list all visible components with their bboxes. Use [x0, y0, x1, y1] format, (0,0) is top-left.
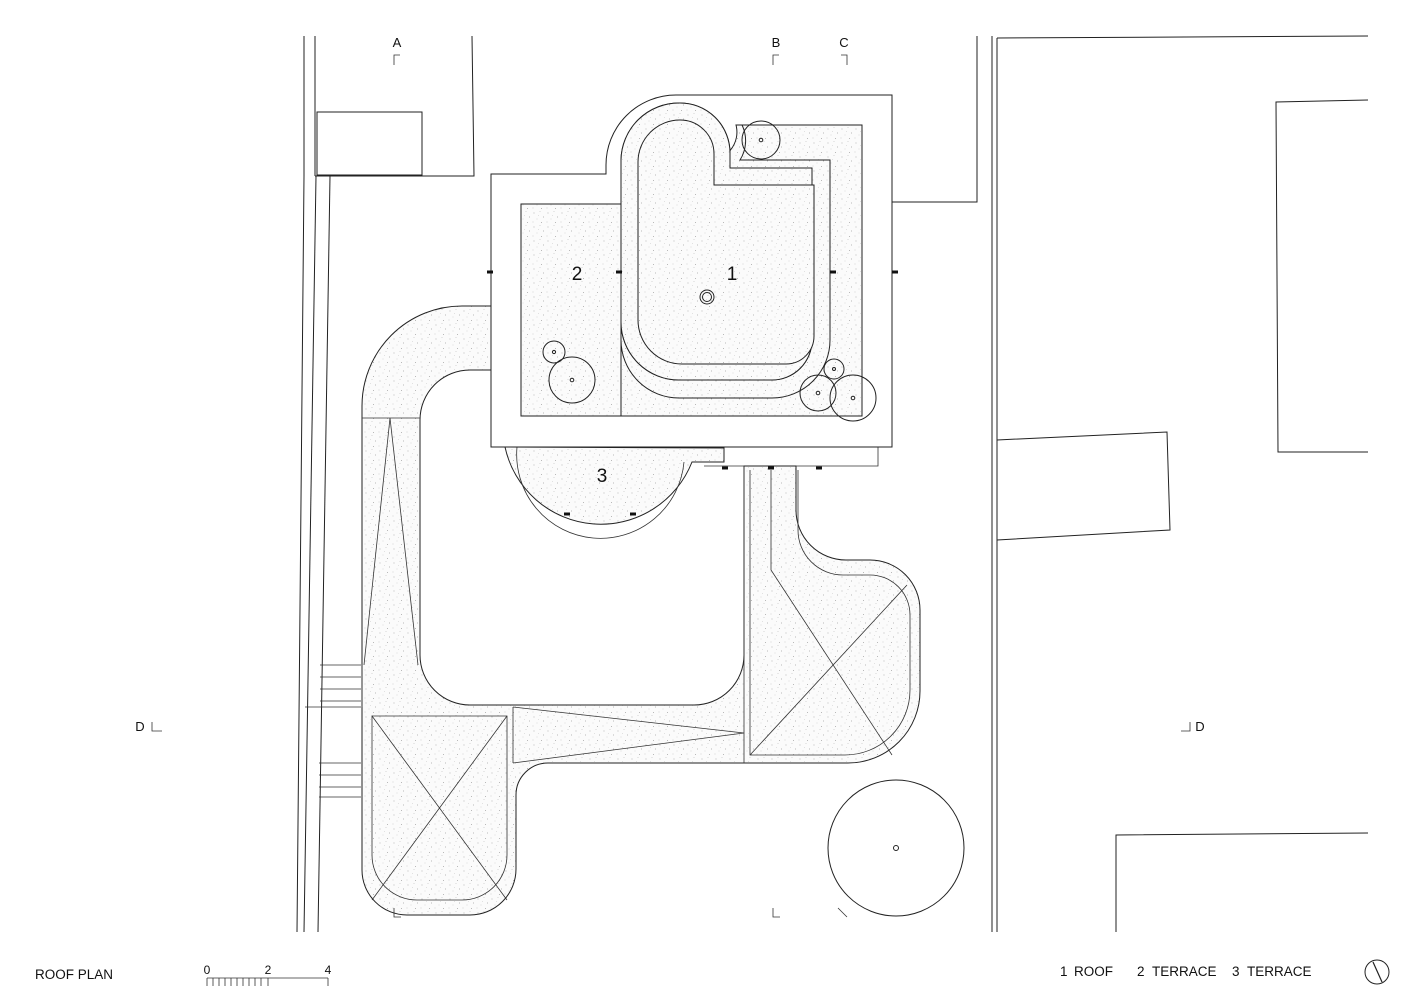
site-context — [296, 35, 1369, 933]
north-arrow-icon — [1364, 959, 1390, 985]
section-marker-b-top: B — [772, 35, 781, 50]
walkway — [361, 305, 921, 916]
legend-number-3: 3 — [1232, 964, 1240, 979]
legend-label-3: TERRACE — [1247, 964, 1312, 979]
scale-bar: 0 2 4 — [204, 963, 332, 986]
area-number-roof: 1 — [727, 264, 738, 285]
legend-label-1: ROOF — [1074, 964, 1113, 979]
legend: 1 ROOF 2 TERRACE 3 TERRACE — [1060, 964, 1312, 979]
legend-number-2: 2 — [1137, 964, 1145, 979]
trees — [542, 120, 965, 917]
legend-label-2: TERRACE — [1152, 964, 1217, 979]
main-building — [487, 94, 898, 448]
section-marker-d-left: D — [135, 719, 144, 734]
area-number-terrace-2: 2 — [572, 264, 583, 285]
legend-number-1: 1 — [1060, 964, 1068, 979]
section-marker-d-right: D — [1195, 719, 1204, 734]
scale-label-2: 2 — [265, 963, 272, 977]
drawing-title: ROOF PLAN — [35, 967, 113, 982]
scale-label-4: 4 — [325, 963, 332, 977]
section-marker-c-top: C — [839, 35, 848, 50]
terrace-3 — [504, 446, 879, 539]
section-markers: A B C D D — [135, 35, 1205, 942]
section-marker-a-top: A — [393, 35, 402, 50]
area-number-terrace-3: 3 — [597, 466, 608, 487]
scale-label-0: 0 — [204, 963, 211, 977]
